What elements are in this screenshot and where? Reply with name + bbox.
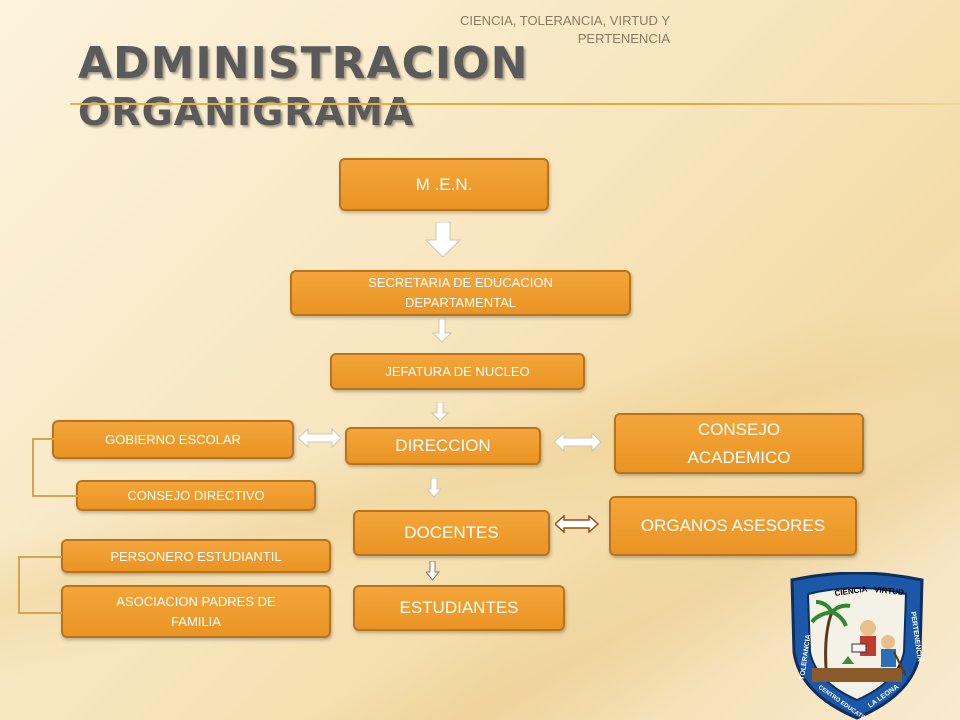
arrow-down-icon	[432, 319, 452, 343]
node-direccion: DIRECCION	[345, 427, 541, 465]
node-jefatura: JEFATURA DE NUCLEO	[330, 353, 585, 390]
double-arrow-icon	[298, 428, 342, 448]
arrow-down-icon	[431, 402, 449, 422]
school-emblem-logo: CIENCIA VIRTUD TOLERANCIA PERTENENCIA CE…	[790, 572, 924, 720]
double-arrow-icon	[555, 515, 599, 533]
node-consejo-academico: CONSEJO ACADEMICO	[614, 413, 864, 474]
title-line-1: ADMINISTRACION	[78, 38, 529, 89]
node-docentes: DOCENTES	[353, 510, 550, 556]
double-arrow-icon	[554, 432, 602, 452]
arrow-down-icon	[426, 478, 442, 498]
connector-line	[32, 438, 34, 496]
title-underline	[70, 103, 960, 105]
node-estudiantes: ESTUDIANTES	[353, 585, 565, 631]
node-organos-asesores: ORGANOS ASESORES	[609, 496, 857, 556]
connector-line	[18, 556, 62, 558]
title-line-2: ORGANIGRAMA	[78, 90, 415, 134]
node-consejo-directivo: CONSEJO DIRECTIVO	[76, 480, 316, 511]
node-personero: PERSONERO ESTUDIANTIL	[61, 539, 331, 573]
connector-line	[32, 495, 78, 497]
arrow-down-icon	[425, 222, 461, 258]
node-secretaria: SECRETARIA DE EDUCACION DEPARTAMENTAL	[290, 270, 631, 316]
node-asociacion: ASOCIACION PADRES DE FAMILIA	[61, 585, 331, 638]
emblem-text-virtud: VIRTUD	[874, 585, 905, 597]
header-caption: CIENCIA, TOLERANCIA, VIRTUD Y PERTENENCI…	[460, 13, 670, 46]
connector-line	[18, 612, 62, 614]
connector-line	[32, 438, 54, 440]
connector-line	[18, 556, 20, 614]
node-gobierno-escolar: GOBIERNO ESCOLAR	[52, 420, 294, 459]
node-men: M .E.N.	[339, 158, 549, 211]
arrow-down-icon	[426, 561, 440, 581]
page-title: ADMINISTRACION ORGANIGRAMA	[78, 40, 528, 136]
